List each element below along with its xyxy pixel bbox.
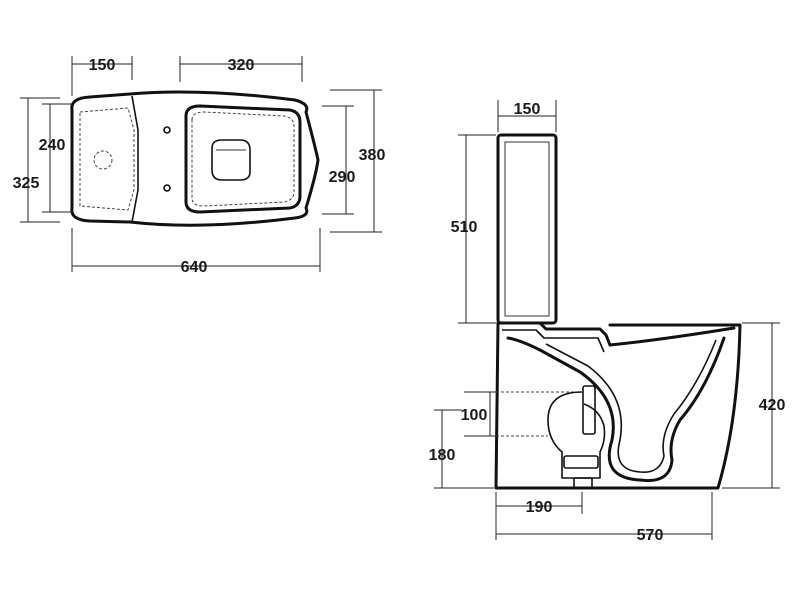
top-view: 150 320 240 325 640: [13, 56, 386, 276]
outlet-collar: [563, 455, 599, 469]
dim-label: 380: [359, 147, 386, 164]
dim-label: 150: [89, 57, 116, 74]
bowl-trap-inner: [545, 339, 717, 473]
outlet-pipe-guide: [496, 391, 582, 437]
dim-side-outlet-inner: 100: [461, 391, 496, 437]
dim-top-tank-depth: 150: [71, 56, 133, 96]
top-view-seat-inner: [191, 111, 295, 207]
dim-top-inner-width: 240: [39, 103, 72, 213]
dim-label: 290: [329, 169, 356, 186]
dim-side-total-length: 570: [496, 492, 713, 544]
bowl-rim: [608, 326, 736, 347]
cistern-base-inner: [502, 329, 605, 353]
bowl-trap: [506, 336, 726, 483]
top-view-outline: [70, 90, 320, 227]
bowl-outer: [494, 321, 742, 490]
dim-top-overall-width: 325: [13, 97, 60, 223]
cistern-tank: [496, 133, 558, 325]
dim-side-outlet-height: 180: [429, 409, 494, 489]
flush-button-icon: [93, 150, 113, 170]
dim-label: 180: [429, 447, 456, 464]
side-view: 150 510 420 100 180: [429, 100, 786, 544]
cistern-tank-inner: [504, 141, 550, 317]
top-view-seat: [184, 104, 302, 214]
dim-label: 420: [759, 397, 786, 414]
dim-side-outlet-distance: 190: [495, 492, 583, 540]
dim-top-seat-length: 320: [179, 56, 303, 82]
outlet-connector: [573, 477, 593, 489]
dim-label: 570: [637, 527, 664, 544]
dim-label: 320: [228, 57, 255, 74]
dim-label: 240: [39, 137, 66, 154]
cistern-base: [496, 321, 612, 347]
top-view-tank-inner: [79, 107, 135, 211]
dim-top-bowl-width-outer: 380: [330, 89, 386, 233]
dim-label: 150: [514, 101, 541, 118]
hinge-hole-icon: [163, 184, 171, 192]
dim-top-overall-length: 640: [71, 228, 321, 276]
dim-top-bowl-width-inner: 290: [322, 105, 356, 215]
top-view-bowl-opening: [211, 139, 251, 181]
dim-label: 640: [181, 259, 208, 276]
outlet-flange: [582, 385, 596, 435]
dim-label: 190: [526, 499, 553, 516]
dim-side-bowl-height: 420: [722, 322, 786, 489]
dim-label: 325: [13, 175, 40, 192]
dim-label: 100: [461, 407, 488, 424]
dim-side-tank-height: 510: [451, 134, 496, 324]
dim-label: 510: [451, 219, 478, 236]
top-view-tank-divider: [131, 95, 139, 223]
dim-side-tank-depth: 150: [497, 100, 557, 132]
outlet-elbow: [547, 391, 606, 479]
hinge-hole-icon: [163, 126, 171, 134]
